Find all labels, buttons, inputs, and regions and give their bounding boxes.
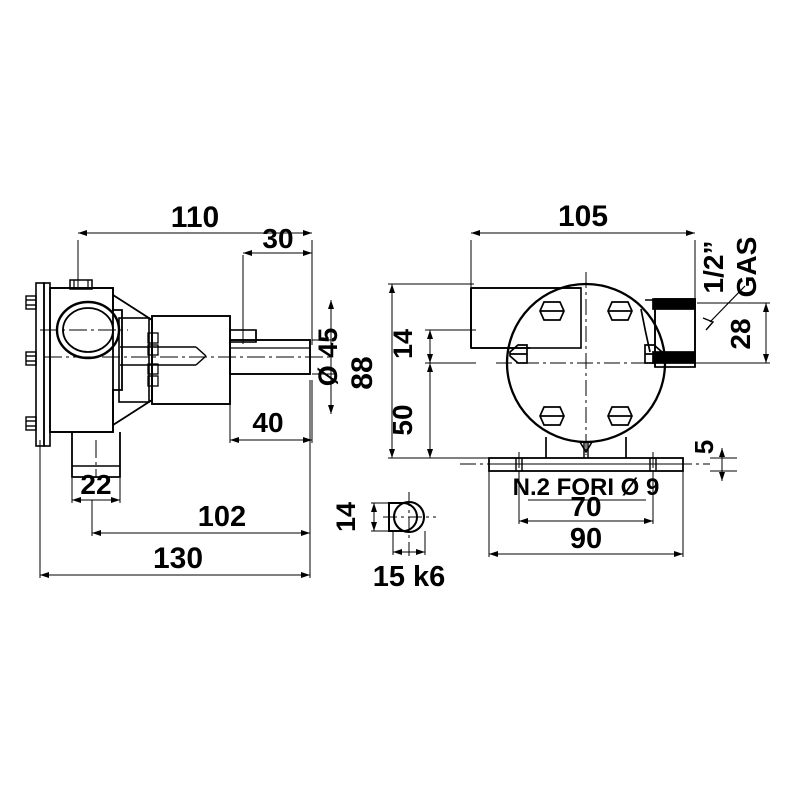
pump-head-body — [49, 287, 114, 433]
outlet-thread-top — [652, 298, 696, 310]
gas-note-label: GAS — [731, 237, 762, 298]
side-view-dimension-labels: 110 30 Ø 45 40 22 102 130 — [80, 201, 343, 575]
outlet-fillet — [640, 308, 651, 353]
side-view-geometry — [25, 279, 311, 478]
front-view-dimensions — [388, 230, 770, 557]
shaft-detail-centrelines — [383, 492, 436, 560]
bolt-head — [607, 406, 633, 426]
gas-note-size: 1/2” — [698, 241, 729, 294]
bracket-block — [118, 317, 150, 403]
dim-label-50: 50 — [387, 404, 418, 435]
internal-shaft-lines — [120, 346, 207, 366]
dim-label-88: 88 — [346, 356, 379, 389]
flange-studs — [25, 295, 37, 431]
dim-label-30: 30 — [262, 223, 293, 254]
gas-leader-line — [709, 285, 746, 323]
dim-label-90: 90 — [570, 523, 602, 555]
gas-leader-arrow — [702, 317, 715, 331]
dim-label-14-front: 14 — [388, 329, 418, 359]
mounting-holes-note: N.2 FORI Ø 9 — [513, 474, 660, 501]
dim-label-28: 28 — [725, 318, 756, 349]
pedestal-sides — [545, 437, 627, 458]
dim-label-70: 70 — [570, 491, 601, 522]
bolt-head — [539, 301, 565, 321]
dim-label-45: Ø 45 — [313, 328, 343, 387]
outlet-thread-bottom — [652, 351, 696, 364]
dim-label-5: 5 — [689, 440, 719, 454]
front-view-dimension-labels: 105 88 14 50 28 1/2” GAS 5 N.2 FORI Ø 9 … — [346, 200, 762, 555]
pedestal-web — [579, 441, 593, 454]
shaft-detail-labels: 14 15 k6 — [331, 502, 445, 593]
side-view-dimensions — [39, 230, 336, 578]
bolt-head — [607, 301, 633, 321]
dim-label-102: 102 — [198, 501, 246, 533]
bolt-head — [539, 406, 565, 426]
shaft-detail-caption: 15 k6 — [373, 561, 446, 593]
bracket-ribs — [147, 332, 159, 387]
dim-label-110: 110 — [171, 201, 219, 234]
dim-label-105: 105 — [558, 200, 608, 233]
dim-label-22: 22 — [80, 469, 111, 500]
shaft-detail-dimensions — [371, 502, 426, 555]
dim-label-130: 130 — [153, 542, 203, 575]
dim-label-40: 40 — [252, 407, 283, 438]
head-top-boss — [69, 279, 93, 290]
side-view-centrelines — [40, 329, 330, 478]
dim-label-14-shaft: 14 — [331, 502, 361, 532]
